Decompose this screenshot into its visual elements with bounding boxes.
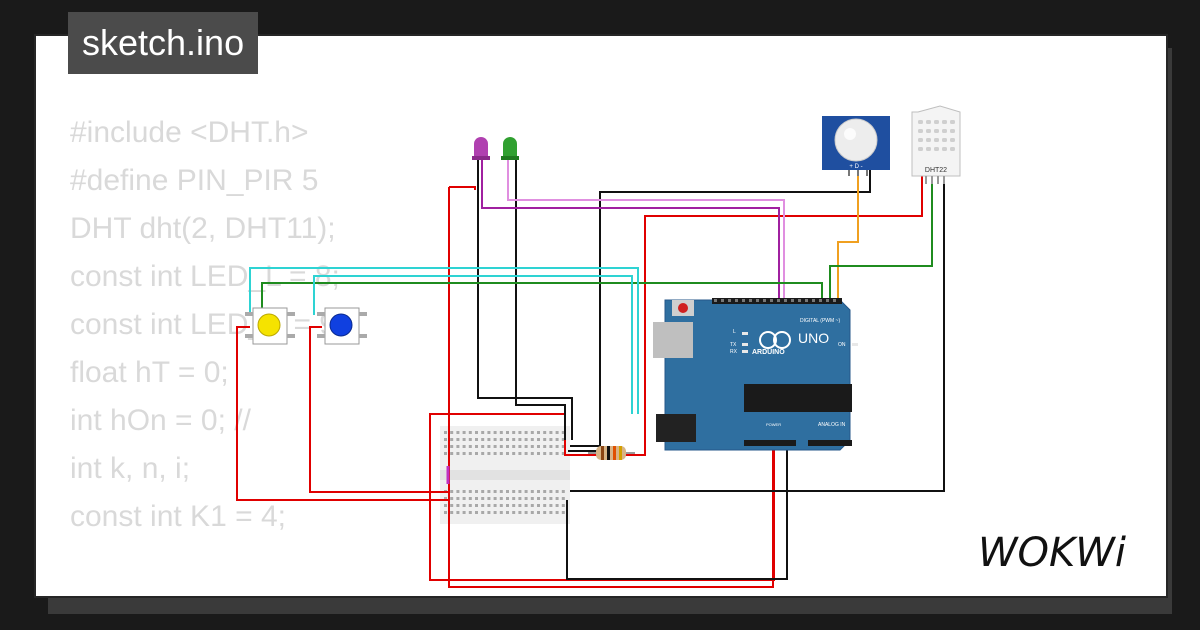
wires: [236, 160, 945, 588]
wire-red-top: [449, 186, 476, 190]
dht22-sensor: DHT22: [911, 105, 961, 184]
code-line: const int K1 = 4;: [70, 500, 286, 533]
code-line: DHT dht(2, DHT11);: [70, 212, 336, 245]
pir-pins-label: + D -: [849, 164, 862, 170]
board-digital-label: DIGITAL (PWM ~): [800, 318, 840, 324]
code-line: #include <DHT.h>: [70, 116, 309, 149]
wire-red-blue-btn: [309, 326, 450, 493]
board-power-label: POWER: [766, 422, 781, 427]
board-analog-label: ANALOG IN: [818, 422, 846, 428]
led-purple[interactable]: [472, 137, 490, 160]
board-model-label: UNO: [798, 330, 829, 346]
pir-sensor: + D -: [822, 116, 890, 176]
led-green[interactable]: [501, 137, 519, 160]
wire-orange-pir: [837, 168, 859, 300]
breadboard: [440, 426, 570, 524]
reset-button[interactable]: [678, 303, 688, 313]
wire-violet-led: [507, 160, 785, 300]
code-line: int k, n, i;: [70, 452, 191, 485]
dht22-label: DHT22: [925, 167, 947, 174]
pushbutton-blue[interactable]: [317, 307, 367, 345]
wire-green-dht: [829, 168, 933, 300]
wire-red-yellow-btn: [236, 326, 450, 501]
usb-port: [653, 322, 693, 358]
microcontroller-chip: [744, 384, 852, 412]
resistor: [588, 446, 635, 460]
wire-purple-led: [481, 160, 780, 300]
code-line: const int LED_L = 8;: [70, 260, 340, 293]
code-line: #define PIN_PIR 5: [70, 164, 319, 197]
breadboard-holes: [444, 431, 565, 514]
wokwi-logo-text: WOKWi: [978, 530, 1126, 576]
code-line: int hOn = 0; //: [70, 404, 251, 437]
board-brand-label: ARDUINO: [752, 349, 785, 356]
board-rx-label: RX: [730, 349, 738, 355]
wokwi-logo: WOKWi: [978, 530, 1126, 576]
board-tx-label: TX: [730, 342, 737, 348]
board-on-label: ON: [838, 342, 846, 348]
arduino-uno-board: DIGITAL (PWM ~) UNO ARDUINO ON TX RX L P…: [653, 298, 858, 451]
wire-green-btn: [261, 282, 823, 310]
wire-black-led1: [477, 160, 573, 440]
wire-black-pir: [570, 168, 871, 447]
pushbutton-yellow[interactable]: [245, 307, 295, 345]
board-l-label: L: [733, 329, 736, 335]
wire-cyan-blue-btn: [313, 275, 633, 414]
code-preview: #include <DHT.h> #define PIN_PIR 5 DHT dht…: [70, 109, 344, 596]
power-jack: [656, 414, 696, 442]
wire-black-dht: [570, 168, 945, 492]
sketch-title-tab: sketch.ino: [68, 12, 259, 74]
wire-black-gnd: [566, 440, 788, 580]
code-line: float hT = 0;: [70, 356, 229, 389]
wire-cyan-yellow-btn: [249, 267, 639, 414]
